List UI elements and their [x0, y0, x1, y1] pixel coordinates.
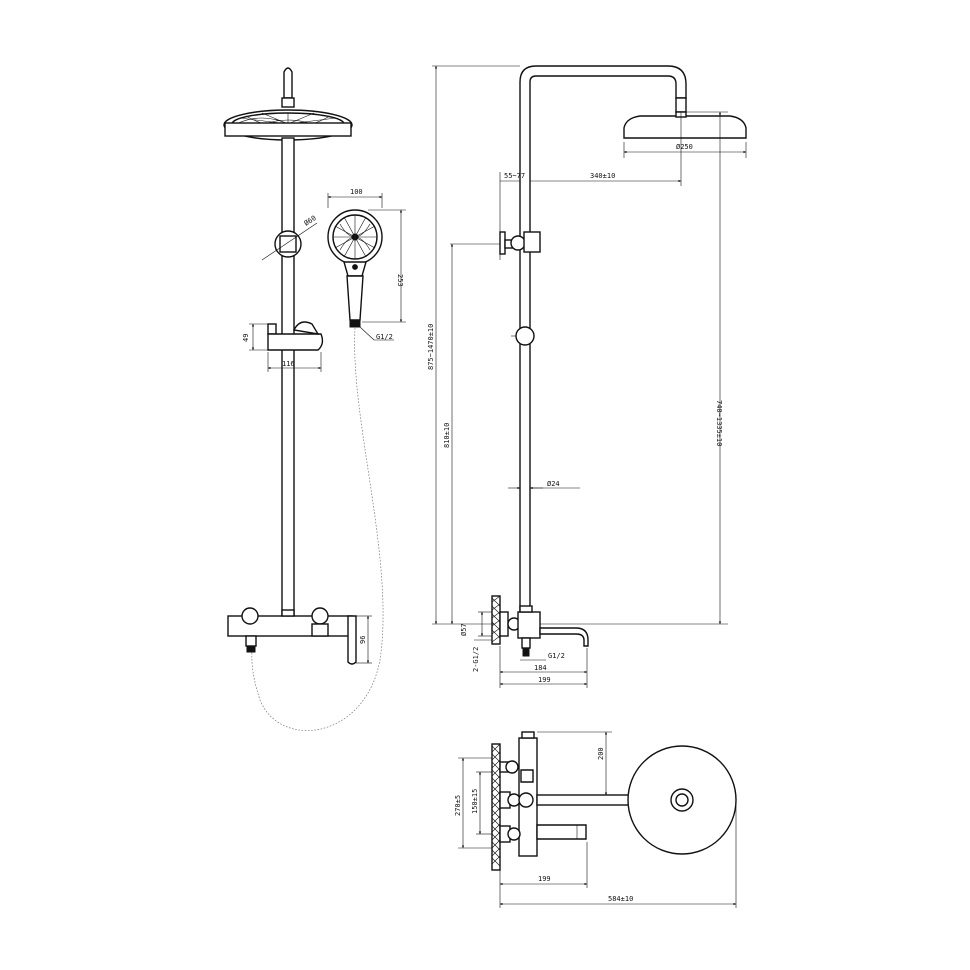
dim-spout-projection: 184 [534, 664, 547, 672]
wall-section-top [491, 743, 501, 871]
shower-rail [281, 137, 295, 617]
wall-section-side [491, 595, 501, 645]
dim-arm-length: 340±10 [590, 172, 615, 180]
dim-holder-width: 116 [282, 360, 295, 368]
side-view: Ø250 55~77 340±10 Ø24 875~1470±10 [427, 65, 747, 688]
mixer-side [499, 605, 589, 657]
arm-connector [675, 97, 687, 113]
dim-top-mixer-depth: 199 [538, 875, 551, 883]
front-view: Ø60 49 116 100 [223, 67, 406, 731]
top-view: 270±5 150±15 200 199 584±10 [454, 731, 737, 908]
dim-side-mixer-depth: 199 [538, 676, 551, 684]
slider-knob-side [515, 326, 535, 346]
dim-pipe-diameter: Ø24 [547, 480, 560, 488]
dim-total-height: 875~1470±10 [427, 324, 435, 370]
dim-rain-head-diameter: Ø250 [676, 143, 693, 151]
spout-top [536, 824, 587, 840]
top-connector [283, 67, 293, 99]
dim-wall-inlets: 2-G1/2 [472, 647, 480, 672]
dim-outlet-height: 810±10 [443, 423, 451, 448]
rain-head-side [623, 111, 747, 139]
dim-mixer-height: 96 [359, 636, 367, 644]
top-connector-collar [281, 97, 295, 108]
dim-flange-diameter: Ø57 [460, 623, 468, 636]
dim-hand-shower-width: 100 [350, 188, 363, 196]
dim-arm-offset: 55~77 [504, 172, 525, 180]
shower-arm [519, 65, 687, 621]
hose [251, 327, 384, 731]
dim-slider-diameter: Ø60 [303, 214, 318, 228]
slider-knob [261, 222, 318, 261]
dim-mixer-inlet: G1/2 [548, 652, 565, 660]
dim-hand-shower-length: 253 [396, 274, 404, 287]
mixer-front [227, 607, 357, 665]
dim-center-outer: 270±5 [454, 795, 462, 816]
dim-overall-depth: 584±10 [608, 895, 633, 903]
hand-shower-holder [267, 321, 324, 351]
rain-head-top [627, 745, 737, 855]
wall-bracket [499, 231, 541, 255]
dim-holder-height: 49 [242, 334, 250, 342]
dim-center-inner: 150±15 [471, 789, 479, 814]
rain-head-front [223, 109, 353, 141]
dim-rail-height: 740~1335±10 [715, 400, 723, 446]
hand-shower [327, 209, 383, 328]
dim-hose-thread: G1/2 [376, 333, 393, 341]
dim-top-height: 200 [597, 747, 605, 760]
